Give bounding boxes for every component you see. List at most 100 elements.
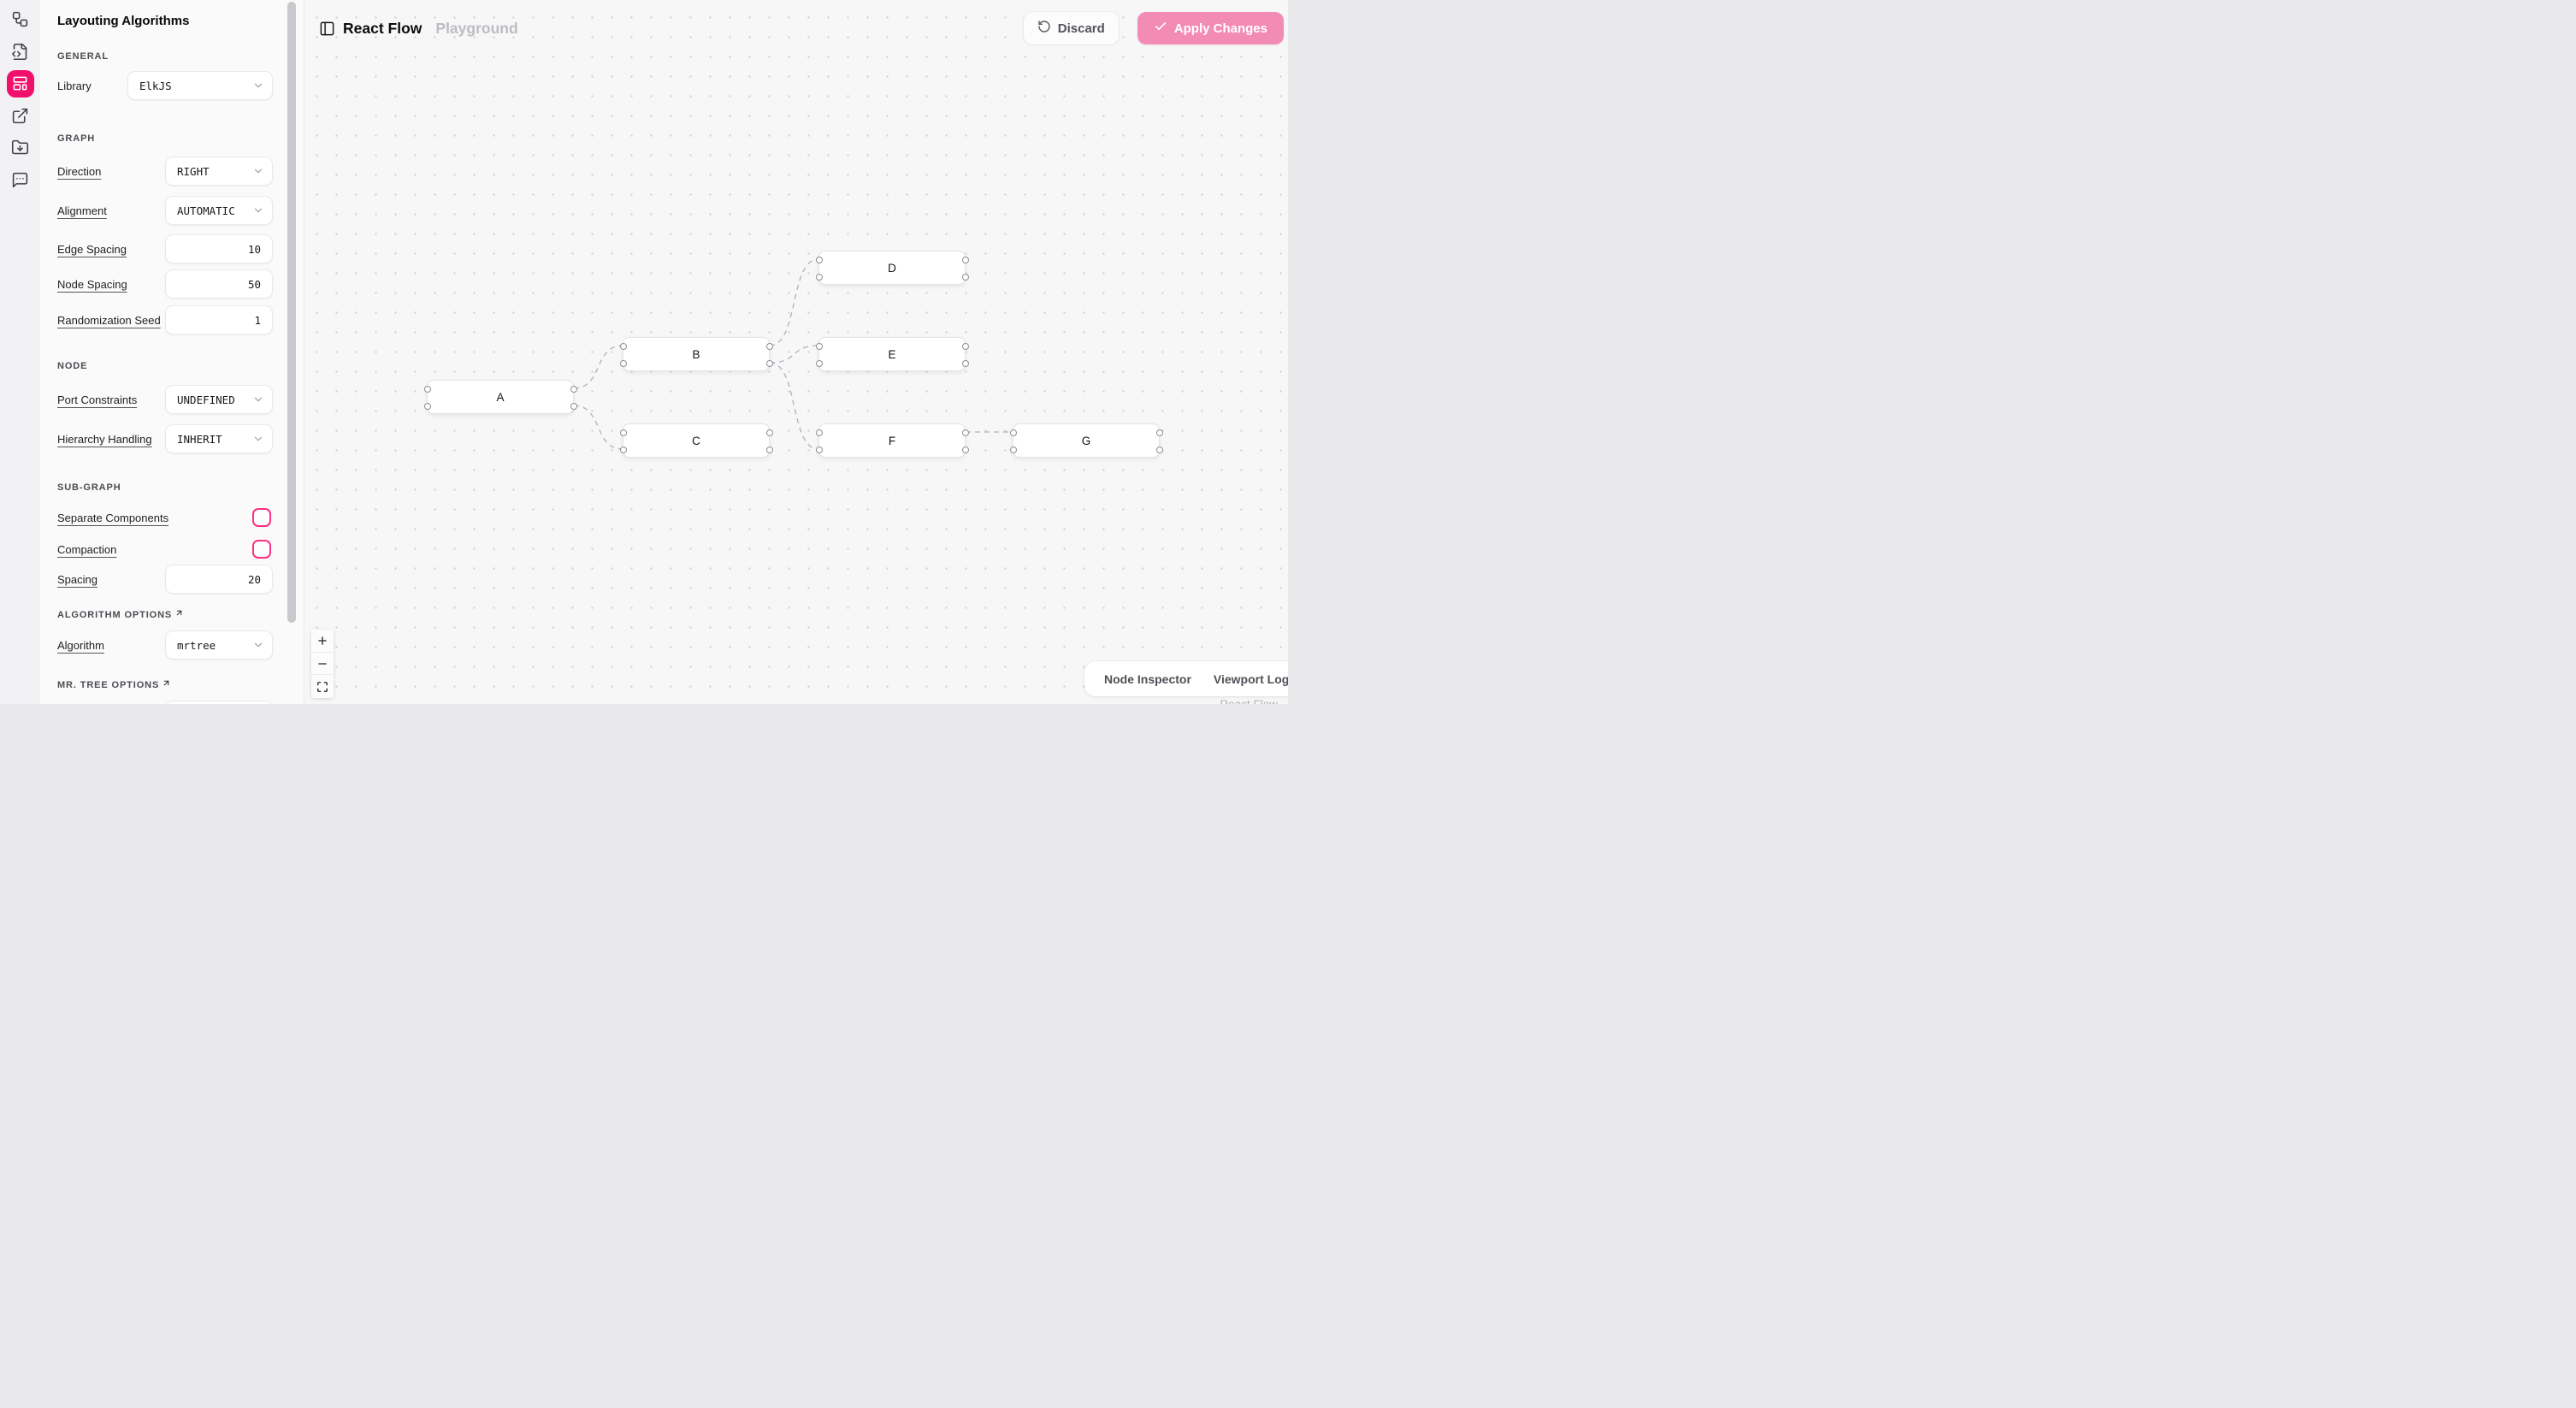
node-handle-left-bottom[interactable] bbox=[815, 274, 823, 281]
flow-edge-B-F[interactable] bbox=[769, 362, 819, 450]
library-select[interactable]: ElkJS bbox=[127, 71, 273, 100]
external-link-arrow-icon[interactable] bbox=[174, 610, 184, 618]
flow-edge-B-E[interactable] bbox=[769, 345, 819, 364]
node-handle-right-bottom[interactable] bbox=[1155, 447, 1163, 453]
panel-left-toggle-icon[interactable] bbox=[319, 21, 335, 37]
fit-view-button[interactable] bbox=[311, 675, 334, 698]
node-handle-right-bottom[interactable] bbox=[961, 360, 969, 367]
node-handle-left-top[interactable] bbox=[1009, 429, 1017, 436]
row-label-randomization-seed: Randomization Seed bbox=[57, 313, 161, 327]
rail-item-workflow-icon[interactable] bbox=[11, 10, 29, 28]
node-handle-right-bottom[interactable] bbox=[961, 447, 969, 453]
row-label-hierarchy-handling: Hierarchy Handling bbox=[57, 432, 152, 446]
node-handle-right-top[interactable] bbox=[570, 386, 577, 393]
devtools-panel: Node Inspector Viewport Logger bbox=[1084, 661, 1288, 696]
input-value: 10 bbox=[247, 242, 261, 256]
flow-node-B[interactable]: B bbox=[619, 337, 773, 371]
flow-edges-layer bbox=[573, 258, 1013, 450]
section-heading-algorithm-options: ALGORITHM OPTIONS bbox=[57, 609, 273, 620]
alignment-select[interactable]: AUTOMATIC bbox=[165, 196, 273, 225]
rail-item-file-code-icon[interactable] bbox=[11, 43, 29, 61]
input-value: 1 bbox=[254, 313, 261, 327]
section-heading-label: SUB-GRAPH bbox=[57, 482, 121, 493]
node-handle-right-bottom[interactable] bbox=[765, 360, 773, 367]
node-handle-left-top[interactable] bbox=[619, 429, 627, 436]
node-handle-right-bottom[interactable] bbox=[570, 403, 577, 410]
sidebar-scrollbar[interactable] bbox=[287, 2, 296, 623]
node-handle-right-top[interactable] bbox=[961, 343, 969, 350]
flow-edge-A-C[interactable] bbox=[573, 405, 623, 450]
chevron-down-icon bbox=[252, 80, 264, 92]
chevron-down-icon bbox=[252, 433, 264, 445]
flow-edge-B-D[interactable] bbox=[769, 258, 819, 346]
row-label-compaction: Compaction bbox=[57, 542, 117, 556]
rail-item-message-square-more-icon[interactable] bbox=[11, 171, 29, 189]
rail-item-external-link-icon[interactable] bbox=[11, 107, 29, 125]
node-handle-left-top[interactable] bbox=[423, 386, 431, 393]
node-handle-left-bottom[interactable] bbox=[815, 447, 823, 453]
flow-edge-A-B[interactable] bbox=[573, 345, 623, 389]
node-handle-left-bottom[interactable] bbox=[815, 360, 823, 367]
node-handle-right-top[interactable] bbox=[961, 429, 969, 436]
node-handle-left-bottom[interactable] bbox=[1009, 447, 1017, 453]
apply-changes-label: Apply Changes bbox=[1173, 21, 1267, 36]
option-select[interactable] bbox=[165, 701, 273, 704]
flow-canvas[interactable]: React Flow Playground Discard Apply Chan… bbox=[304, 0, 1288, 704]
node-handle-right-bottom[interactable] bbox=[961, 274, 969, 281]
node-handle-left-bottom[interactable] bbox=[619, 447, 627, 453]
spacing-input[interactable]: 20 bbox=[165, 565, 273, 594]
node-handle-left-top[interactable] bbox=[815, 343, 823, 350]
node-handle-right-top[interactable] bbox=[765, 429, 773, 436]
row-separate-components: Separate Components bbox=[57, 508, 273, 527]
zoom-out-button[interactable] bbox=[311, 652, 334, 676]
edge-spacing-input[interactable]: 10 bbox=[165, 234, 273, 263]
flow-node-E[interactable]: E bbox=[815, 337, 969, 371]
node-label: C bbox=[692, 434, 700, 447]
flow-node-G[interactable]: G bbox=[1009, 423, 1163, 458]
node-spacing-input[interactable]: 50 bbox=[165, 269, 273, 299]
node-label: F bbox=[888, 434, 896, 447]
node-handle-left-top[interactable] bbox=[815, 429, 823, 436]
port-constraints-select[interactable]: UNDEFINED bbox=[165, 385, 273, 414]
node-handle-left-bottom[interactable] bbox=[619, 360, 627, 367]
section-heading-label: GRAPH bbox=[57, 133, 96, 144]
viewport-logger-toggle[interactable]: Viewport Logger bbox=[1213, 671, 1288, 686]
external-link-arrow-icon[interactable] bbox=[162, 680, 171, 688]
node-handle-right-bottom[interactable] bbox=[765, 447, 773, 453]
direction-select[interactable]: RIGHT bbox=[165, 157, 273, 186]
flow-node-F[interactable]: F bbox=[815, 423, 969, 458]
node-handle-right-top[interactable] bbox=[765, 343, 773, 350]
apply-changes-button[interactable]: Apply Changes bbox=[1137, 12, 1284, 44]
node-inspector-toggle[interactable]: Node Inspector bbox=[1104, 671, 1191, 686]
input-value: 20 bbox=[247, 572, 261, 586]
node-handle-right-top[interactable] bbox=[1155, 429, 1163, 436]
zoom-in-button[interactable] bbox=[311, 630, 334, 653]
algorithm-select[interactable]: mrtree bbox=[165, 630, 273, 660]
separate-components-checkbox[interactable] bbox=[252, 508, 271, 527]
node-label: B bbox=[692, 347, 700, 361]
section-heading-label: ALGORITHM OPTIONS bbox=[57, 609, 173, 620]
row-compaction: Compaction bbox=[57, 540, 273, 559]
flow-node-C[interactable]: C bbox=[619, 423, 773, 458]
hierarchy-handling-select[interactable]: INHERIT bbox=[165, 424, 273, 453]
rail-item-layout-template-icon[interactable] bbox=[6, 69, 34, 98]
discard-button[interactable]: Discard bbox=[1023, 12, 1119, 44]
section-heading-graph: GRAPH bbox=[57, 133, 273, 144]
rail-item-folder-down-icon[interactable] bbox=[11, 139, 29, 157]
node-handle-left-top[interactable] bbox=[619, 343, 627, 350]
node-handle-right-top[interactable] bbox=[961, 257, 969, 263]
canvas-header: React Flow Playground Discard Apply Chan… bbox=[304, 0, 1288, 56]
node-handle-left-bottom[interactable] bbox=[423, 403, 431, 410]
randomization-seed-input[interactable]: 1 bbox=[165, 305, 273, 334]
compaction-checkbox[interactable] bbox=[252, 540, 271, 559]
flow-node-A[interactable]: A bbox=[423, 380, 577, 414]
node-handle-left-top[interactable] bbox=[815, 257, 823, 263]
flow-node-D[interactable]: D bbox=[815, 251, 969, 285]
